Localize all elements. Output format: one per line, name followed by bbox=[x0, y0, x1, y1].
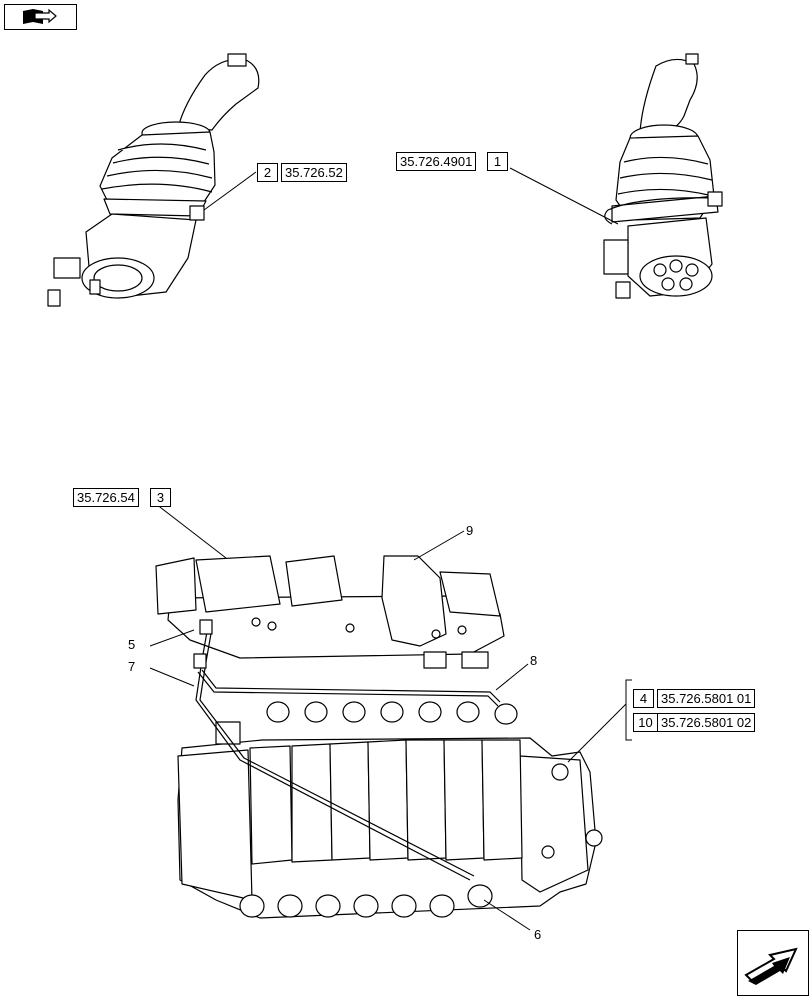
callout-5: 5 bbox=[128, 637, 136, 652]
callout-7: 7 bbox=[128, 659, 136, 674]
joystick-right bbox=[603, 53, 723, 299]
callout-6: 6 bbox=[534, 927, 542, 942]
callout-9: 9 bbox=[466, 523, 474, 538]
callout-8: 8 bbox=[530, 653, 538, 668]
main-control-valve bbox=[177, 701, 603, 919]
ref-code-10[interactable]: 35.726.5801 02 bbox=[657, 713, 756, 732]
valve-block-upper bbox=[155, 555, 505, 669]
next-page-button[interactable] bbox=[737, 930, 809, 996]
top-nav-button[interactable] bbox=[4, 4, 77, 30]
ref-code-3[interactable]: 35.726.54 bbox=[73, 488, 139, 507]
ref-item-1[interactable]: 1 bbox=[487, 152, 508, 171]
book-arrow-icon bbox=[23, 8, 57, 24]
hydraulic-line-7 bbox=[195, 625, 475, 881]
hydraulic-line-8 bbox=[197, 669, 501, 707]
ref-code-1[interactable]: 35.726.4901 bbox=[396, 152, 477, 171]
next-page-arrow-icon bbox=[744, 947, 798, 985]
ref-code-4[interactable]: 35.726.5801 01 bbox=[657, 689, 756, 708]
ref-item-2[interactable]: 2 bbox=[257, 163, 278, 182]
ref-item-4[interactable]: 4 bbox=[633, 689, 654, 708]
joystick-left bbox=[47, 53, 260, 307]
ref-item-3[interactable]: 3 bbox=[150, 488, 171, 507]
ref-code-2[interactable]: 35.726.52 bbox=[281, 163, 347, 182]
ref-item-10[interactable]: 10 bbox=[633, 713, 658, 732]
